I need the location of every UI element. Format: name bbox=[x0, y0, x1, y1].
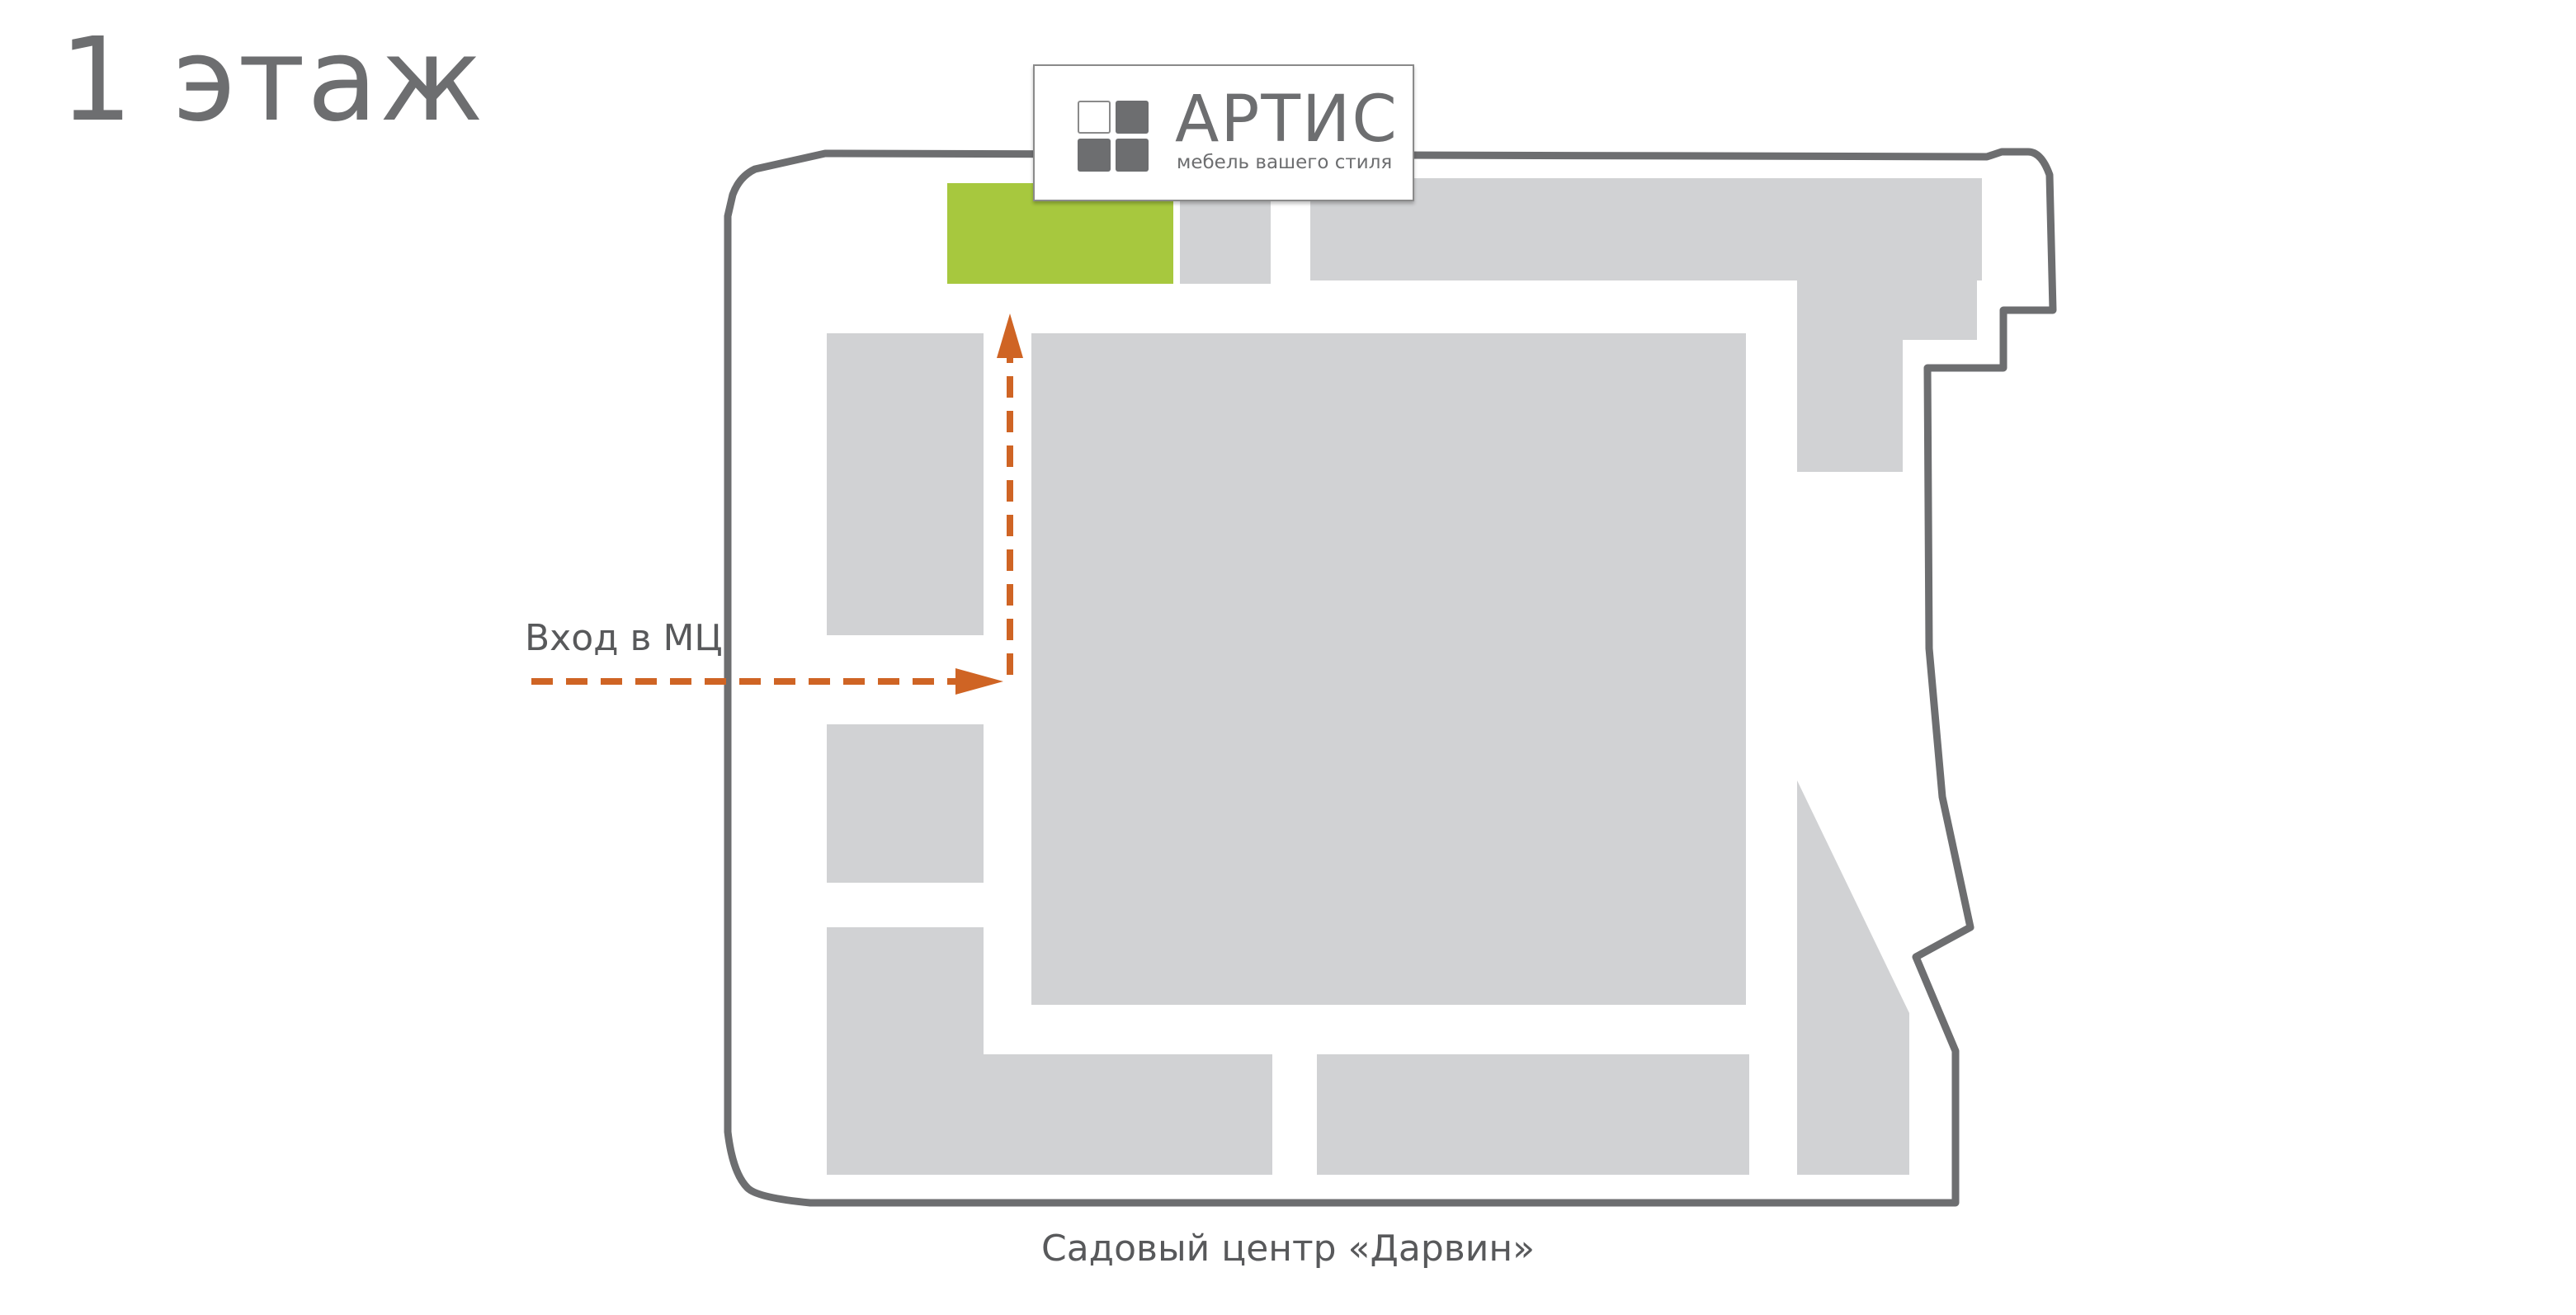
store-block bbox=[827, 724, 984, 883]
route-arrow-right-icon bbox=[955, 668, 1003, 695]
store-block bbox=[1797, 780, 1909, 1175]
store-block bbox=[1317, 1054, 1749, 1175]
artis-logo-card[interactable]: АРТИС мебель вашего стиля bbox=[1033, 64, 1414, 201]
floor-title: 1 этаж bbox=[59, 13, 485, 148]
store-block bbox=[1310, 178, 1982, 472]
store-block bbox=[827, 333, 984, 635]
central-store-block bbox=[1031, 333, 1746, 1005]
route-arrow-up-icon bbox=[997, 313, 1023, 358]
four-squares-logo-icon bbox=[1078, 101, 1149, 172]
logo-tagline: мебель вашего стиля bbox=[1177, 152, 1393, 173]
logo-name: АРТИС bbox=[1175, 82, 1399, 157]
entrance-label: Вход в МЦ bbox=[525, 617, 723, 659]
garden-center-label: Садовый центр «Дарвин» bbox=[1040, 1228, 1536, 1270]
store-block bbox=[827, 927, 1272, 1175]
building-outline bbox=[724, 148, 2057, 1207]
